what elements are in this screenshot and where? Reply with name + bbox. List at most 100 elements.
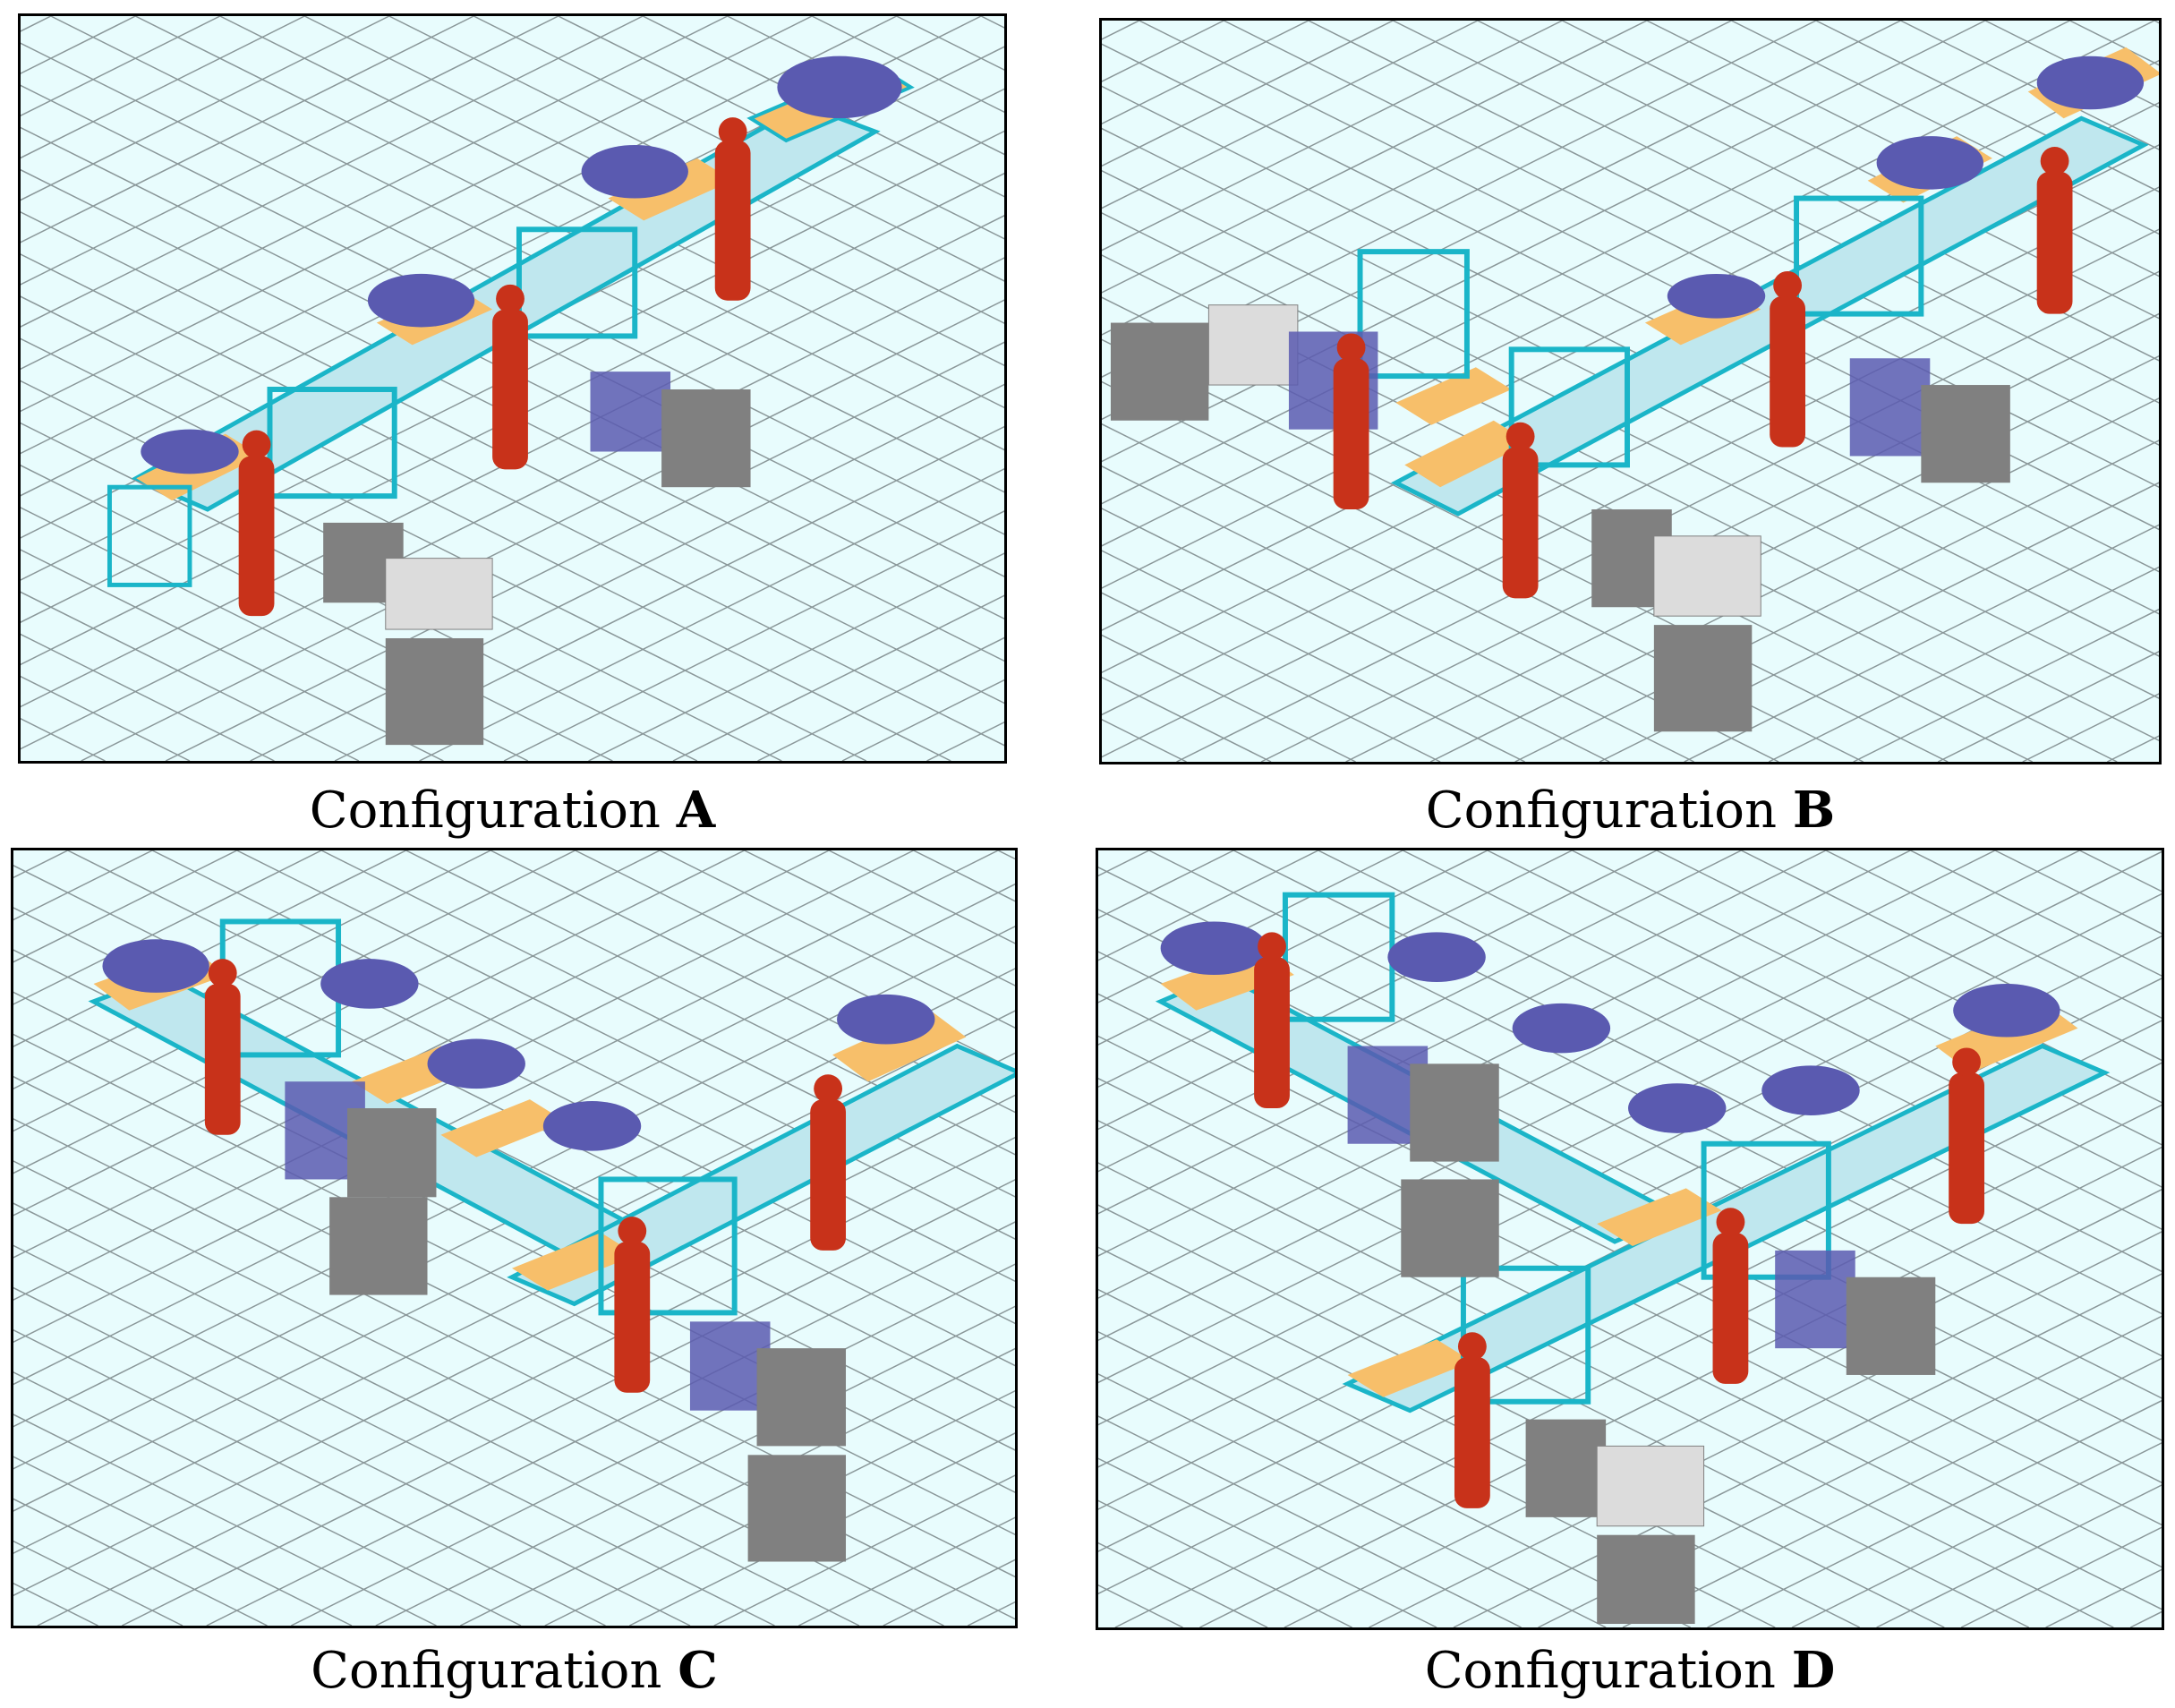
grid-line bbox=[1622, 1357, 2162, 1627]
grid-line bbox=[1731, 21, 2159, 235]
grid-line bbox=[21, 16, 559, 286]
grid-line bbox=[13, 865, 1015, 1367]
grid-line bbox=[1102, 21, 1563, 252]
caption-prefix: Configuration bbox=[309, 781, 661, 840]
grid-line bbox=[21, 126, 1004, 619]
grid-line bbox=[1114, 1104, 2162, 1627]
grid-line bbox=[1098, 850, 1403, 1003]
grid-line bbox=[21, 422, 698, 761]
caption-configuration-a: Configuration A bbox=[18, 785, 1007, 836]
grid-line bbox=[1393, 21, 2159, 404]
grid-line bbox=[883, 1559, 1015, 1626]
grid-line bbox=[250, 383, 1004, 761]
grid-line bbox=[206, 1221, 1015, 1626]
grid-line bbox=[21, 130, 1004, 623]
grid-line bbox=[21, 591, 360, 761]
grid-line bbox=[134, 16, 1004, 451]
grid-line bbox=[490, 850, 1015, 1114]
workstation-render-c bbox=[13, 850, 1015, 1626]
grid-line bbox=[1098, 1373, 1607, 1627]
grid-line bbox=[21, 16, 136, 74]
grid-line bbox=[1684, 524, 2159, 762]
grid-line bbox=[1477, 21, 2159, 362]
grid-line bbox=[828, 850, 1015, 944]
caption-configuration-b: Configuration B bbox=[1099, 785, 2162, 836]
grid-line bbox=[2154, 21, 2159, 24]
grid-line bbox=[1102, 21, 1648, 294]
grid-line bbox=[1098, 993, 2162, 1526]
grid-line bbox=[1098, 1035, 2162, 1568]
grid-line bbox=[459, 1347, 1015, 1626]
grid-line bbox=[1098, 850, 1911, 1257]
grid-line bbox=[980, 16, 1004, 29]
grid-line bbox=[1741, 850, 2162, 1062]
workstation-scene bbox=[107, 56, 915, 746]
grid-line bbox=[1538, 1315, 2162, 1627]
grid-line bbox=[1768, 566, 2159, 762]
grid-line bbox=[334, 425, 1004, 761]
grid-line bbox=[713, 1474, 1015, 1626]
grid-line bbox=[1453, 1273, 2162, 1627]
grid-line bbox=[1102, 550, 1525, 762]
caption-prefix: Configuration bbox=[1425, 781, 1778, 840]
grid-line bbox=[1098, 1288, 1776, 1627]
layout-panel-a bbox=[18, 13, 1007, 764]
grid-line bbox=[1707, 1399, 2162, 1627]
grid-line bbox=[13, 968, 1015, 1470]
grid-line bbox=[21, 16, 305, 159]
grid-line bbox=[1910, 850, 2162, 977]
grid-line bbox=[21, 549, 444, 761]
grid-line bbox=[1876, 1484, 2162, 1627]
grid-line bbox=[419, 468, 1004, 761]
grid-line bbox=[1318, 850, 2162, 1273]
grid-line bbox=[13, 850, 999, 1344]
grid-line bbox=[1102, 21, 1479, 209]
grid-line bbox=[1098, 850, 1150, 877]
workstation-scene bbox=[1155, 892, 2111, 1625]
grid-line bbox=[21, 718, 106, 761]
grid-line bbox=[659, 850, 1015, 1029]
grid-line bbox=[1853, 608, 2159, 762]
grid-line bbox=[1098, 850, 1658, 1131]
grid-line bbox=[13, 1094, 1015, 1597]
grid-line bbox=[1098, 1120, 2114, 1627]
workstation-render-d bbox=[1098, 850, 2162, 1627]
grid-line bbox=[1656, 850, 2162, 1104]
grid-line bbox=[628, 1432, 1015, 1626]
grid-line bbox=[1487, 850, 2162, 1188]
grid-line bbox=[1345, 354, 2159, 762]
caption-letter: B bbox=[1792, 781, 1836, 840]
grid-line bbox=[13, 1160, 944, 1626]
grid-line bbox=[1098, 850, 1996, 1299]
grid-line bbox=[503, 510, 1004, 761]
grid-line bbox=[1562, 21, 2159, 320]
grid-line bbox=[1102, 508, 1610, 762]
layout-panel-b bbox=[1099, 18, 2162, 764]
grid-line bbox=[1402, 850, 2162, 1230]
grid-line bbox=[21, 42, 1004, 535]
grid-line bbox=[81, 299, 1004, 761]
grid-line bbox=[1102, 85, 2159, 615]
grid-line bbox=[375, 1305, 1015, 1626]
grid-line bbox=[13, 1582, 98, 1626]
grid-line bbox=[1098, 1062, 2162, 1595]
grid-line bbox=[1571, 850, 2162, 1146]
caption-prefix: Configuration bbox=[1424, 1642, 1776, 1700]
grid-line bbox=[50, 16, 1004, 493]
grid-line bbox=[1102, 169, 2159, 699]
grid-line bbox=[588, 552, 1004, 761]
grid-line bbox=[13, 883, 1015, 1386]
workstation-render-b bbox=[1102, 21, 2159, 762]
grid-line bbox=[165, 341, 1004, 761]
grid-line bbox=[21, 16, 644, 328]
grid-line bbox=[13, 1328, 606, 1626]
grid-line bbox=[13, 1456, 353, 1626]
caption-letter: A bbox=[676, 781, 716, 840]
grid-line bbox=[13, 850, 69, 879]
grid-line bbox=[1098, 850, 1573, 1089]
grid-line bbox=[21, 633, 275, 761]
grid-line bbox=[1098, 850, 2080, 1342]
grid-line bbox=[1308, 21, 2159, 446]
layout-panel-d bbox=[1096, 848, 2164, 1630]
workstation-scene bbox=[88, 918, 1015, 1562]
